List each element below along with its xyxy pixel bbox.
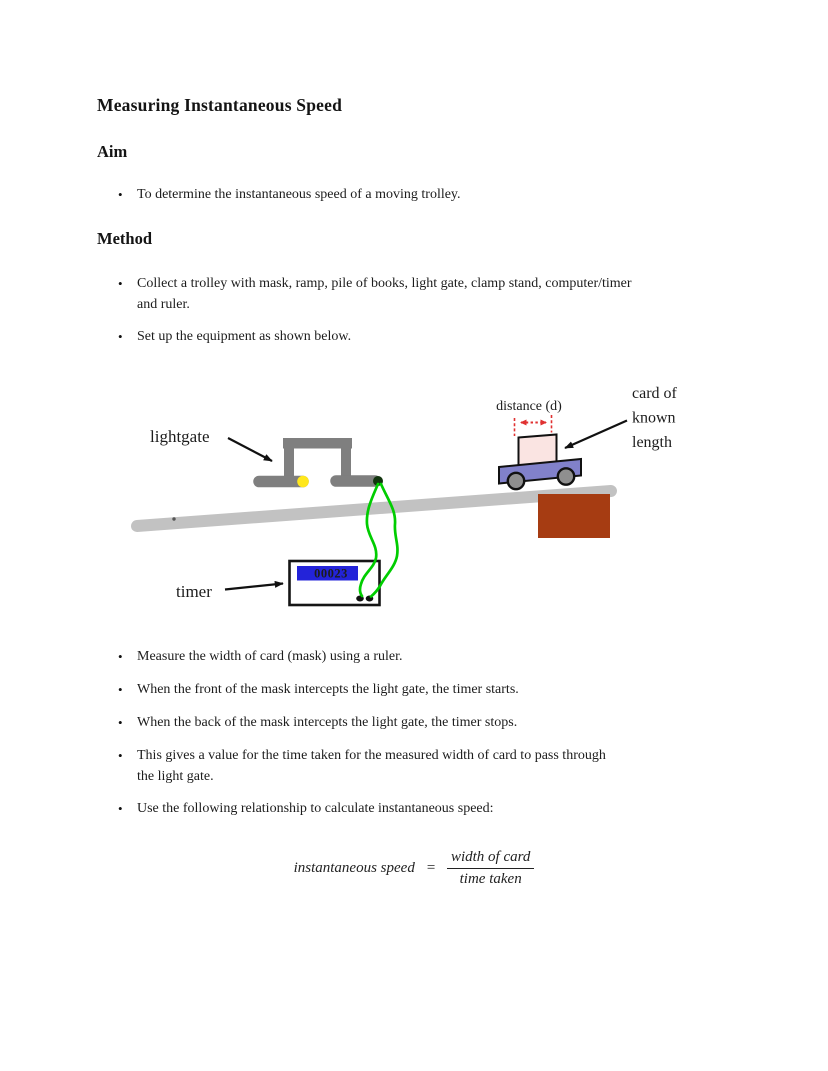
timer-display xyxy=(297,566,358,581)
page-title: Measuring Instantaneous Speed xyxy=(97,95,343,115)
timer-display-value: 00023 xyxy=(314,567,348,581)
bullet-dot: • xyxy=(118,649,123,664)
wire-right xyxy=(369,482,399,598)
aim-bullet: • To determine the instantaneous speed o… xyxy=(118,185,758,206)
method-bullet-front: • When the front of the mask intercepts … xyxy=(118,680,758,701)
aim-heading: Aim xyxy=(97,142,128,161)
bullet-dot: • xyxy=(118,715,123,730)
card-label-line3: length xyxy=(632,434,672,451)
light-gate-left-leg xyxy=(284,446,294,479)
method-bullet-setup-text: Set up the equipment as shown below. xyxy=(137,329,352,344)
aim-bullet-text: To determine the instantaneous speed of … xyxy=(137,187,461,202)
ramp xyxy=(131,485,617,532)
light-gate-top-bar xyxy=(283,438,352,449)
card-label-line1: card of xyxy=(632,385,678,402)
formula-denominator: time taken xyxy=(446,868,535,888)
ramp-speck xyxy=(172,517,176,521)
method-bullet-back: • When the back of the mask intercepts t… xyxy=(118,713,758,734)
timer-device: 00023 xyxy=(288,559,381,607)
trolley xyxy=(498,433,582,491)
bullet-dot: • xyxy=(118,748,123,763)
lightgate-pointer-arrow xyxy=(227,437,273,462)
method-bullet-setup: • Set up the equipment as shown below. xyxy=(118,327,758,348)
bullet-dot: • xyxy=(118,801,123,816)
line: the light gate. xyxy=(137,768,214,784)
trolley-wheel-left xyxy=(506,471,526,491)
card-label-line2: known xyxy=(632,410,676,427)
trolley-wheel-right xyxy=(556,467,576,486)
light-gate xyxy=(253,438,383,488)
formula-numerator: width of card xyxy=(450,849,531,865)
distance-annotation: distance (d) xyxy=(496,399,562,436)
formula-fraction: width of card time taken xyxy=(446,849,535,888)
method-bullet-use: • Use the following relationship to calc… xyxy=(118,799,758,820)
light-beam-sensor xyxy=(297,475,309,488)
bullet-dot: • xyxy=(118,329,123,344)
line: This gives a value for the time taken fo… xyxy=(137,748,606,763)
method-bullet-back-text: When the back of the mask intercepts the… xyxy=(137,715,518,730)
bullet-dot: • xyxy=(118,276,123,291)
method-bullet-gives: • This gives a value for the time taken … xyxy=(118,746,758,787)
method-heading: Method xyxy=(97,229,152,248)
distance-label: distance (d) xyxy=(496,399,562,414)
bullet-dot: • xyxy=(118,187,123,202)
method-bullet-collect: • Collect a trolley with mask, ramp, pil… xyxy=(118,274,758,315)
light-gate-right-leg xyxy=(341,446,351,479)
line: Collect a trolley with mask, ramp, pile … xyxy=(137,276,632,291)
method-bullet-measure-text: Measure the width of card (mask) using a… xyxy=(137,649,403,664)
apparatus-diagram: distance (d) 00023 lightgate card of kno… xyxy=(131,385,678,607)
method-bullet-collect-text: Collect a trolley with mask, ramp, pile … xyxy=(137,274,632,315)
line: and ruler. xyxy=(137,296,190,312)
method-bullet-measure: • Measure the width of card (mask) using… xyxy=(118,647,758,668)
method-bullet-gives-text: This gives a value for the time taken fo… xyxy=(137,746,606,787)
card-pointer-arrow xyxy=(564,419,628,450)
timer-label: timer xyxy=(176,582,212,601)
bullet-dot: • xyxy=(118,682,123,697)
formula-equals: = xyxy=(425,860,436,876)
support-block xyxy=(538,494,610,538)
instantaneous-speed-formula: instantaneous speed = width of card time… xyxy=(0,849,828,888)
timer-pointer-arrow xyxy=(224,580,284,591)
method-bullet-use-text: Use the following relationship to calcul… xyxy=(137,801,494,816)
formula-lhs: instantaneous speed xyxy=(293,860,415,876)
lightgate-label: lightgate xyxy=(150,427,209,446)
method-bullet-front-text: When the front of the mask intercepts th… xyxy=(137,682,519,697)
wire-left xyxy=(358,482,380,598)
